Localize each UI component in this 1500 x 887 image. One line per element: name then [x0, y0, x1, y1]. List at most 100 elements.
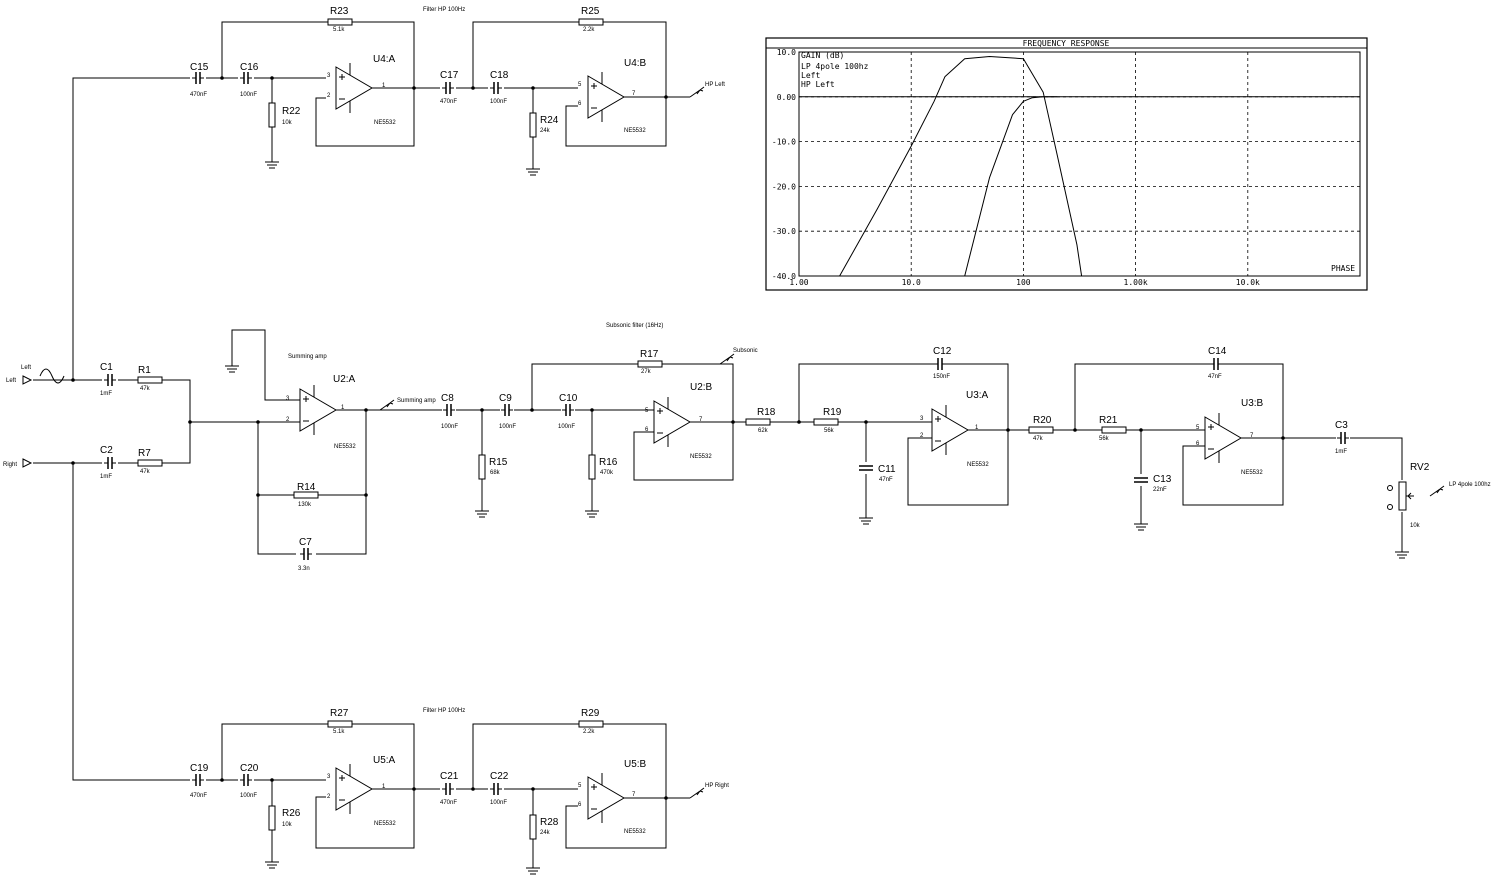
- y-tick-label: 0.00: [777, 93, 796, 102]
- c20-ref: C20: [240, 763, 259, 774]
- c22-value: 100nF: [490, 800, 507, 806]
- pin-number: 7: [632, 792, 636, 798]
- y-axis-ticks: 10.00.00-10.0-20.0-30.0-40.0: [772, 48, 796, 281]
- r16-value: 470k: [600, 470, 614, 476]
- plot-area: [798, 51, 1361, 277]
- u2b-ref: U2:B: [690, 382, 713, 393]
- y-tick-label: 10.0: [777, 48, 796, 57]
- r28-value: 24k: [540, 830, 551, 836]
- r26-value: 10k: [282, 822, 293, 828]
- c11-ref: C11: [878, 464, 896, 475]
- r14-ref: R14: [297, 482, 316, 493]
- c1-value: 1mF: [100, 391, 112, 397]
- c15-value: 470nF: [190, 92, 207, 98]
- r19-value: 56k: [824, 428, 835, 434]
- pin-number: 6: [1196, 441, 1200, 447]
- phase-label: PHASE: [1331, 264, 1355, 273]
- pin-number: 7: [1250, 433, 1254, 439]
- r14-value: 130k: [298, 502, 312, 508]
- hp-left-label: HP Left: [705, 82, 725, 88]
- x-tick-label: 10.0k: [1236, 278, 1260, 287]
- r17-value: 27k: [641, 369, 652, 375]
- pin-number: 1: [341, 405, 345, 411]
- grid: [799, 52, 1360, 276]
- u2a-ref: U2:A: [333, 374, 356, 385]
- c13-value: 22nF: [1153, 487, 1167, 493]
- legend-item-1: Left: [801, 71, 820, 80]
- u3b-part: NE5532: [1241, 470, 1263, 476]
- u3a-part: NE5532: [967, 462, 989, 468]
- pin-number: 5: [645, 408, 649, 414]
- r22-value: 10k: [282, 120, 293, 126]
- junctions: [71, 76, 1285, 800]
- r20-ref: R20: [1033, 415, 1052, 426]
- pin-number: 1: [382, 83, 386, 89]
- r26-ref: R26: [282, 808, 301, 819]
- y-tick-label: -10.0: [772, 138, 796, 147]
- r21-value: 56k: [1099, 436, 1110, 442]
- r28-ref: R28: [540, 817, 559, 828]
- legend-item-2: HP Left: [801, 80, 835, 89]
- c16-value: 100nF: [240, 92, 257, 98]
- r27-ref: R27: [330, 708, 349, 719]
- c2-ref: C2: [100, 445, 113, 456]
- u5a-part: NE5532: [374, 821, 396, 827]
- pin-number: 5: [578, 783, 582, 789]
- c18-value: 100nF: [490, 99, 507, 105]
- r15-ref: R15: [489, 457, 508, 468]
- pin-numbers: 3 2 1 5 6 7 3 2 1 5 6 7 3 2 1 5 6 7 3 2 …: [286, 73, 1254, 808]
- left-generator-label: Left: [21, 365, 31, 371]
- c12-value: 150nF: [933, 374, 950, 380]
- x-tick-label: 1.00: [789, 278, 808, 287]
- r7-value: 47k: [140, 469, 151, 475]
- c9-value: 100nF: [499, 424, 516, 430]
- r29-value: 2.2k: [583, 729, 595, 735]
- symbols: [22, 18, 1445, 875]
- r17-ref: R17: [640, 349, 659, 360]
- u2b-part: NE5532: [690, 454, 712, 460]
- x-tick-label: 1.00k: [1124, 278, 1148, 287]
- pin-number: 3: [920, 416, 924, 422]
- r24-value: 24k: [540, 128, 551, 134]
- u3b-ref: U3:B: [1241, 398, 1264, 409]
- y-tick-label: -20.0: [772, 182, 796, 191]
- c14-value: 47nF: [1208, 374, 1222, 380]
- r22-ref: R22: [282, 106, 301, 117]
- c10-value: 100nF: [558, 424, 575, 430]
- r1-ref: R1: [138, 365, 151, 376]
- pin-number: 5: [1196, 425, 1200, 431]
- x-tick-label: 100: [1016, 278, 1031, 287]
- r20-value: 47k: [1033, 436, 1044, 442]
- r18-ref: R18: [757, 407, 776, 418]
- c17-ref: C17: [440, 70, 459, 81]
- u5a-ref: U5:A: [373, 755, 396, 766]
- component-labels: C15 470nF C16 100nF R22 10k R23 5.1k U4:…: [3, 6, 1491, 836]
- r25-ref: R25: [581, 6, 600, 17]
- graph-ylabel: GAIN (dB): [801, 51, 844, 60]
- r23-value: 5.1k: [333, 27, 345, 33]
- c19-value: 470nF: [190, 793, 207, 799]
- c12-ref: C12: [933, 346, 952, 357]
- pin-number: 7: [632, 91, 636, 97]
- u5b-ref: U5:B: [624, 759, 647, 770]
- pin-number: 2: [286, 417, 290, 423]
- summing-amp-title: Summing amp: [288, 354, 327, 360]
- pin-number: 2: [920, 433, 924, 439]
- c13-ref: C13: [1153, 474, 1172, 485]
- c8-value: 100nF: [441, 424, 458, 430]
- c17-value: 470nF: [440, 99, 457, 105]
- c8-ref: C8: [441, 393, 454, 404]
- c21-ref: C21: [440, 771, 459, 782]
- right-input-label: Right: [3, 462, 17, 468]
- c9-ref: C9: [499, 393, 512, 404]
- c22-ref: C22: [490, 771, 509, 782]
- summing-amp-output-label: Summing amp: [397, 398, 436, 404]
- u3a-ref: U3:A: [966, 390, 989, 401]
- pin-number: 3: [327, 774, 331, 780]
- c14-ref: C14: [1208, 346, 1227, 357]
- series-line-1: [964, 96, 1058, 277]
- pin-number: 6: [578, 101, 582, 107]
- pin-number: 1: [382, 784, 386, 790]
- subsonic-output-label: Subsonic: [733, 348, 758, 354]
- pin-number: 6: [578, 802, 582, 808]
